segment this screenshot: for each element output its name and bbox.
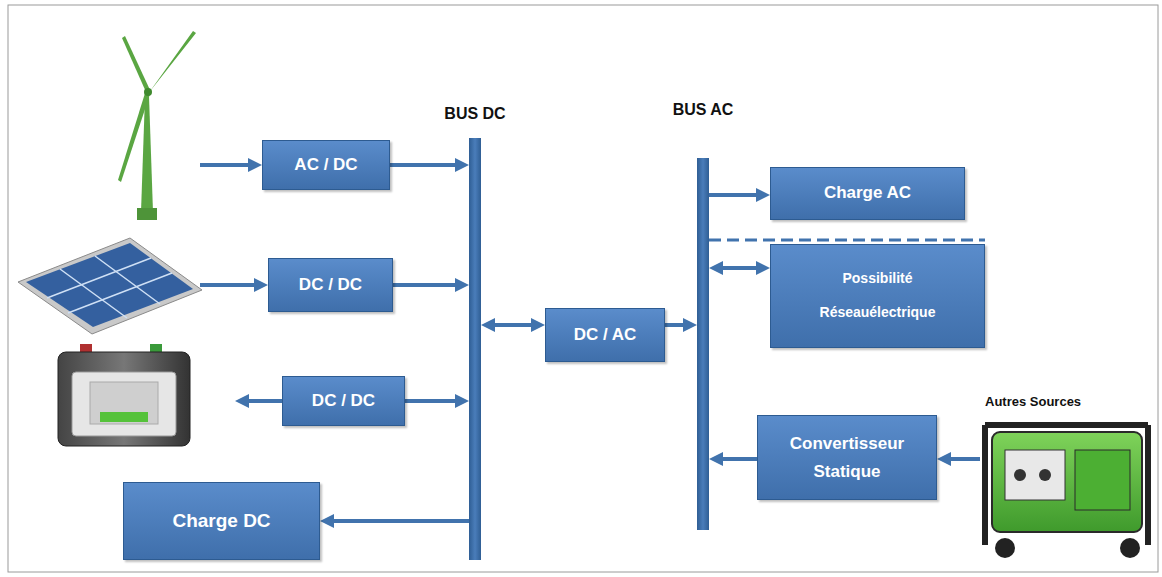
bus-label: BUS AC [673,100,734,119]
box-label: Charge AC [824,183,911,203]
solar-panel [18,238,202,334]
source-label: Autres Sources [985,394,1081,409]
load-box: Charge AC [770,167,965,220]
connector-arrow [489,323,537,327]
converter-box: DC / DC [268,258,393,312]
source-arrow [200,283,260,287]
connector-arrow [665,323,689,327]
wind-turbine [118,31,196,220]
box-label: DC / DC [312,391,375,411]
converter-box: Convertisseur Statique [757,415,937,500]
converter-box: AC / DC [262,140,390,190]
box-label: Charge DC [172,510,270,533]
source-arrow [200,163,254,167]
converter-box: DC / AC [545,308,665,362]
frame [8,5,1158,572]
generator [985,425,1148,558]
connector-arrow [405,399,461,403]
connector-arrow [393,283,461,287]
bus-label: BUS DC [444,104,505,123]
source-arrow [945,457,980,461]
connector-arrow [717,457,757,461]
grid-box: Possibilité Réseauélectrique [770,244,985,348]
box-label: DC / AC [574,325,637,345]
load-box: Charge DC [123,482,320,560]
connector-arrow [717,266,762,270]
battery [58,344,190,446]
dashed-line [709,239,985,242]
box-label: AC / DC [294,155,357,175]
box-label: Convertisseur Statique [777,430,917,484]
bus-bar: BUS AC [697,158,709,530]
box-label: DC / DC [299,275,362,295]
battery-arrow [243,399,282,403]
connector-arrow [709,193,762,197]
connector-arrow [328,519,469,523]
converter-box: DC / DC [282,376,405,426]
connector-arrow [390,163,461,167]
bus-bar: BUS DC [469,138,481,560]
box-label: Possibilité Réseauélectrique [803,262,953,329]
